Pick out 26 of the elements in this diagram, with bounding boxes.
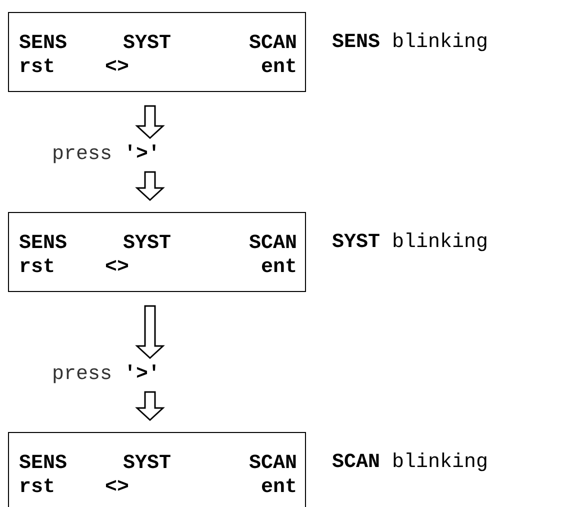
display-text: <> (105, 477, 130, 499)
display-text: <> (105, 257, 130, 279)
display-text: SCAN (248, 33, 297, 55)
display-text: SENS (19, 233, 68, 255)
display-text: SENS (19, 453, 68, 475)
status-note: SCAN blinking (332, 452, 488, 474)
display-text: SYST (123, 33, 172, 55)
display-text: SENS (19, 33, 68, 55)
hollow-arrow (135, 105, 165, 202)
lcd-display-box (8, 12, 306, 92)
status-note: SENS blinking (332, 32, 488, 54)
hollow-arrow (135, 305, 165, 422)
display-text: ent (260, 257, 297, 279)
display-text: ent (260, 477, 297, 499)
lcd-display-box (8, 432, 306, 507)
display-text: SCAN (248, 233, 297, 255)
display-text: SYST (123, 453, 172, 475)
status-note: SYST blinking (332, 232, 488, 254)
display-text: SCAN (248, 453, 297, 475)
display-text: SYST (123, 233, 172, 255)
display-text: <> (105, 57, 130, 79)
display-text: rst (19, 57, 56, 79)
display-text: ent (260, 57, 297, 79)
display-text: rst (19, 257, 56, 279)
display-text: rst (19, 477, 56, 499)
lcd-display-box (8, 212, 306, 292)
